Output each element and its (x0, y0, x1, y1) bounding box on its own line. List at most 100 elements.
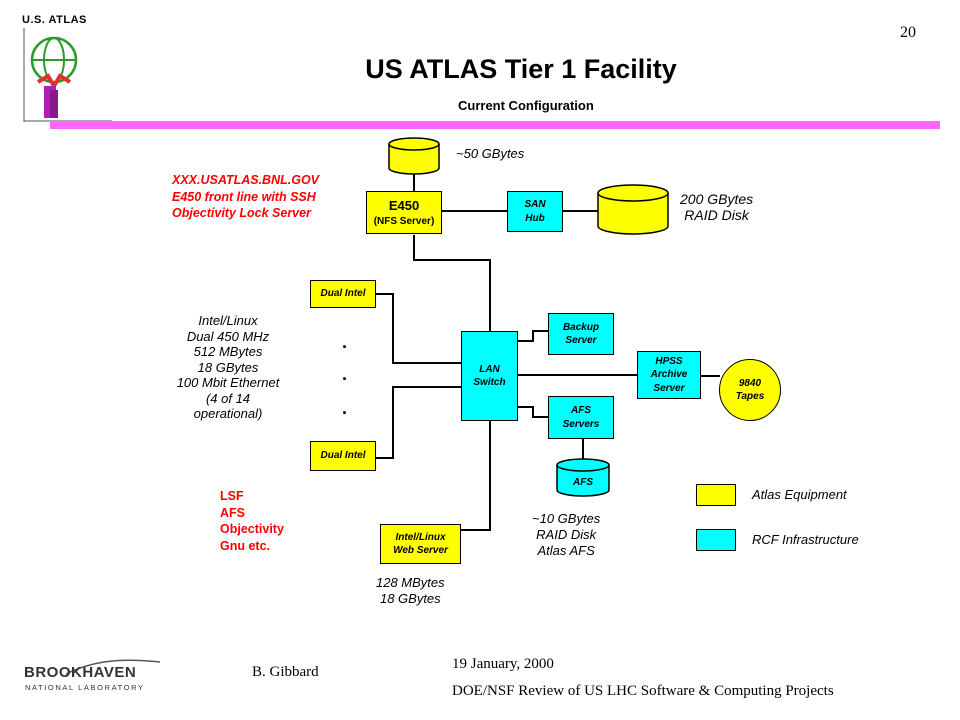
afs-note: ~10 GBytes RAID Disk Atlas AFS (532, 511, 600, 559)
raid-disk-line1: 200 GBytes (680, 191, 754, 207)
lan-switch-line1: LAN (479, 363, 500, 375)
hpss-line2: Archive (650, 369, 688, 381)
backup-server: Backup Server (548, 313, 614, 355)
connector-e450-down (413, 235, 415, 260)
backup-server-line1: Backup (562, 321, 600, 333)
hpss-archive-server: HPSS Archive Server (637, 351, 701, 399)
connector-lan-afs-v (532, 406, 534, 418)
list-item: Objectivity (200, 521, 284, 538)
connector-dual-top-lan (392, 362, 462, 364)
footer-event: DOE/NSF Review of US LHC Software & Comp… (452, 683, 834, 699)
connector-bus-horizontal (413, 259, 491, 261)
ellipsis-dot-2: . (342, 364, 348, 384)
afs-disk-cylinder (556, 458, 610, 497)
slide-subtitle: Current Configuration (458, 98, 594, 113)
slide-title: US ATLAS Tier 1 Facility (365, 54, 677, 84)
tapes-9840: 9840 Tapes (719, 359, 781, 421)
web-server-line2: Web Server (393, 545, 448, 556)
logo-text: U.S. ATLAS (22, 14, 87, 26)
web-server-line1: Intel/Linux (395, 531, 446, 543)
web-server: Intel/Linux Web Server (380, 524, 461, 564)
connector-e450-san (441, 210, 507, 212)
linux-spec-1: Intel/Linux (198, 313, 258, 328)
feature-text: LSF (220, 489, 244, 503)
lan-switch-line2: Switch (473, 377, 506, 388)
header-accent-bar (50, 121, 940, 129)
tapes-line1: 9840 (738, 377, 762, 389)
ellipsis-dot-1: . (342, 332, 348, 352)
web-note-line1: 128 MBytes (376, 575, 445, 590)
connector-afs-disk (582, 438, 584, 464)
connector-dual-top (375, 293, 393, 295)
web-note-line2: 18 GBytes (379, 591, 441, 606)
atlas-globe-icon (23, 28, 112, 122)
feature-text: E450 front line with SSH (172, 189, 316, 204)
connector-dual-bottom-lan (392, 386, 462, 388)
raid-disk-line2: RAID Disk (684, 207, 749, 223)
dual-intel-top: Dual Intel (310, 280, 376, 308)
legend-label-rcf: RCF Infrastructure (752, 532, 859, 547)
dual-intel-bottom-label: Dual Intel (320, 450, 366, 462)
afs-note-line1: ~10 GBytes (532, 511, 601, 526)
feature-text: Objectivity (220, 522, 284, 536)
feature-text: Objectivity Lock Server (172, 206, 311, 220)
footer-date: 19 January, 2000 (452, 656, 554, 672)
afs-servers-line1: AFS (571, 405, 591, 416)
feature-text: XXX.USATLAS.BNL.GOV (172, 173, 320, 187)
e450-nfs-server: E450 (NFS Server) (366, 191, 442, 234)
farm-feature-list: LSF AFS Objectivity Gnu etc. (200, 488, 284, 554)
e450-label: E450 (388, 197, 420, 213)
hpss-line3: Server (653, 382, 685, 394)
legend-swatch-rcf (696, 529, 736, 551)
us-atlas-logo: U.S. ATLAS (20, 14, 112, 122)
linux-spec-6: (4 of 14 (205, 390, 251, 406)
feature-text: Gnu etc. (220, 538, 271, 553)
connector-afs-stub (532, 416, 549, 418)
linux-spec-2: Dual 450 MHz (186, 328, 270, 344)
org-subname: NATIONAL LABORATORY (25, 683, 145, 692)
lan-switch: LAN Switch (461, 331, 518, 421)
ellipsis-dot-3: . (342, 398, 348, 418)
connector-dual-bottom (375, 457, 393, 459)
connector-disk-e450 (413, 172, 415, 192)
feature-text: AFS (220, 505, 245, 520)
connector-bus-web (460, 529, 491, 531)
raid-disk-cylinder (597, 184, 669, 235)
list-item: E450 front line with SSH (152, 189, 319, 206)
orbit-swoosh-icon (65, 659, 161, 675)
server-feature-list: XXX.USATLAS.BNL.GOV E450 front line with… (152, 172, 319, 222)
top-disk-capacity: ~50 GBytes (456, 146, 525, 161)
list-item: Gnu etc. (200, 538, 284, 555)
connector-dual-top-down (392, 293, 394, 364)
list-item: XXX.USATLAS.BNL.GOV (152, 172, 319, 189)
linux-spec-3: 512 MBytes (193, 344, 263, 359)
e450-sublabel: (NFS Server) (373, 215, 435, 227)
dual-intel-top-label: Dual Intel (320, 288, 366, 300)
org-name: BROOKHAVEN (24, 664, 137, 681)
brookhaven-logo: BROOKHAVEN NATIONAL LABORATORY (24, 656, 164, 696)
list-item: LSF (200, 488, 284, 505)
connector-lan-backup-v (532, 330, 534, 342)
connector-lan-hpss (517, 374, 638, 376)
list-item: Objectivity Lock Server (152, 205, 319, 222)
san-hub-line1: SAN (524, 199, 546, 210)
afs-disk-label: AFS (573, 477, 593, 488)
footer-author: B. Gibbard (252, 664, 319, 680)
connector-lan-backup-h (517, 340, 534, 342)
connector-dual-bottom-up (392, 386, 394, 459)
connector-backup-stub (532, 330, 549, 332)
hpss-line1: HPSS (655, 355, 683, 367)
legend-label-atlas: Atlas Equipment (752, 487, 847, 502)
connector-lan-afs-h (517, 406, 534, 408)
raid-disk-label: 200 GBytes RAID Disk (680, 191, 753, 223)
web-server-note: 128 MBytes 18 GBytes (376, 575, 445, 607)
top-disk-cylinder (388, 137, 440, 175)
linux-node-specs: Intel/Linux Dual 450 MHz 512 MBytes 18 G… (160, 313, 296, 422)
legend: Atlas Equipment RCF Infrastructure (696, 484, 926, 554)
san-hub: SAN Hub (507, 191, 563, 232)
list-item: AFS (200, 505, 284, 522)
connector-san-raid (563, 210, 599, 212)
backup-server-line2: Server (565, 335, 597, 346)
tapes-line2: Tapes (735, 391, 765, 402)
afs-note-line2: RAID Disk (536, 527, 597, 542)
